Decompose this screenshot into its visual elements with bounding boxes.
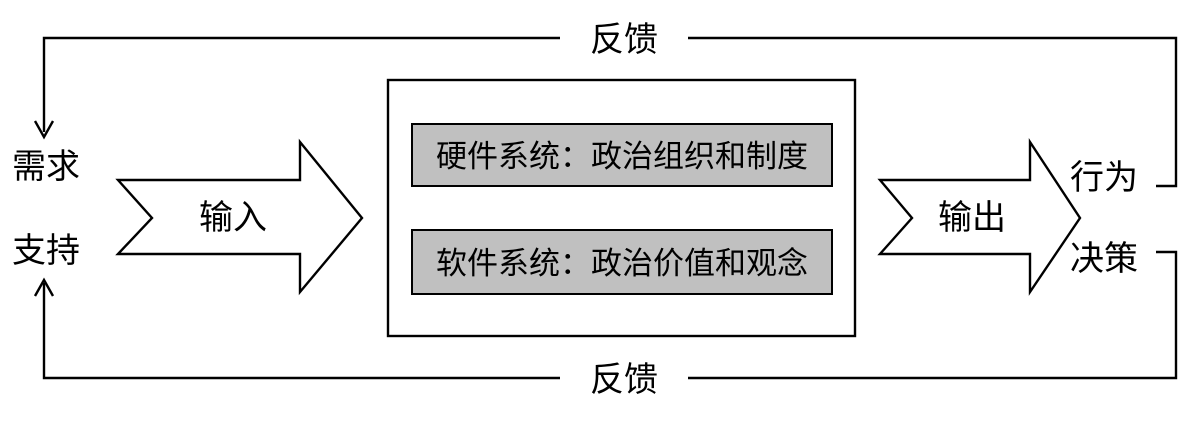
feedback-bottom-label: 反馈 <box>590 360 658 400</box>
political-system-box <box>386 78 857 338</box>
feedback-top-label: 反馈 <box>590 20 658 60</box>
feedback-top-line-left <box>42 36 560 132</box>
demand-label: 需求 <box>12 147 80 187</box>
decision-label: 决策 <box>1070 239 1138 279</box>
behavior-label: 行为 <box>1070 158 1138 198</box>
feedback-top-line-right <box>688 36 1178 188</box>
software-system-box <box>411 229 833 295</box>
support-label: 支持 <box>12 231 80 271</box>
output-arrow-shape <box>877 137 1082 296</box>
feedback-bottom-line-left <box>42 283 560 380</box>
output-label: 输出 <box>938 198 1006 238</box>
input-arrow-shape <box>115 138 364 296</box>
feedback-bottom-arrowhead <box>33 277 55 297</box>
feedback-top-arrowhead <box>33 120 55 140</box>
input-label: 输入 <box>199 198 267 238</box>
software-system-label: 软件系统：政治价值和观念 <box>436 246 808 282</box>
hardware-system-box <box>411 123 833 187</box>
feedback-bottom-line-right <box>688 250 1178 380</box>
hardware-system-label: 硬件系统：政治组织和制度 <box>436 139 808 175</box>
